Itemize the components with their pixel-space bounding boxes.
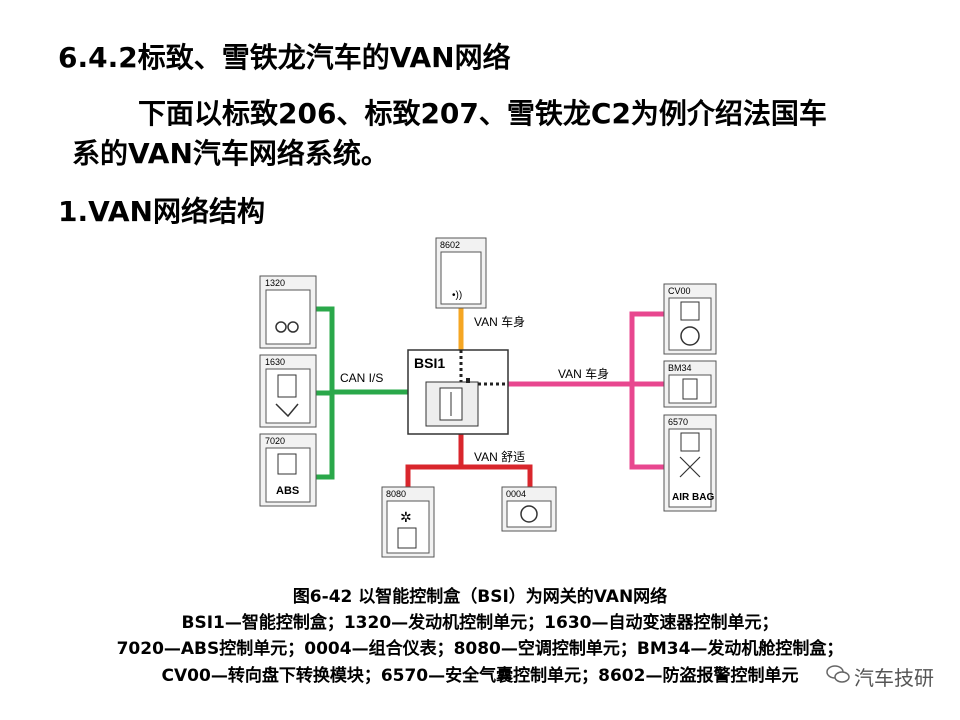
module-cv00: CV00 (663, 283, 717, 355)
module-7020: 7020 ABS (259, 433, 317, 507)
wechat-icon (826, 664, 850, 689)
module-bm34: BM34 (663, 360, 717, 408)
van-body-right-label: VAN 车身 (558, 366, 609, 381)
module-6570-label: 6570 (668, 417, 688, 427)
watermark-text: 汽车技研 (854, 666, 934, 690)
watermark: 汽车技研 (826, 662, 934, 691)
module-0004-label: 0004 (506, 489, 526, 499)
figure-caption-line2: 7020—ABS控制单元；0004—组合仪表；8080—空调控制单元；BM34—… (116, 639, 844, 659)
intro-paragraph-line2: 系的VAN汽车网络系统。 (72, 137, 389, 170)
abs-label: ABS (276, 485, 299, 497)
module-1320-label: 1320 (265, 278, 285, 288)
van-network-diagram: BSI1 8602 •)) 1320 1630 7020 ABS (259, 237, 717, 558)
module-7020-label: 7020 (265, 436, 285, 446)
section-heading: 6.4.2标致、雪铁龙汽车的VAN网络 (58, 41, 511, 74)
module-cv00-label: CV00 (668, 286, 691, 296)
module-6570: 6570 AIR BAG (663, 414, 717, 512)
module-1630-label: 1630 (265, 357, 285, 367)
bsi-label: BSI1 (414, 355, 445, 371)
module-1630: 1630 (259, 354, 317, 428)
figure-caption-line3: CV00—转向盘下转换模块；6570—安全气囊控制单元；8602—防盗报警控制单… (161, 666, 799, 686)
van-comfort-bus (405, 434, 533, 487)
subsection-heading: 1.VAN网络结构 (58, 195, 265, 228)
module-8080: 8080 ✲ (381, 486, 435, 558)
module-0004: 0004 (501, 486, 557, 532)
figure-caption-title: 图6-42 以智能控制盒（BSI）为网关的VAN网络 (292, 587, 668, 607)
figure-caption-line1: BSI1—智能控制盒；1320—发动机控制单元；1630—自动变速器控制单元； (181, 613, 779, 633)
airbag-label: AIR BAG (672, 492, 714, 503)
van-comfort-label: VAN 舒适 (474, 450, 525, 464)
can-bus (316, 306, 408, 480)
module-8080-label: 8080 (386, 489, 406, 499)
module-bm34-label: BM34 (668, 363, 692, 373)
intro-paragraph-line1: 下面以标致206、标致207、雪铁龙C2为例介绍法国车 (138, 97, 827, 130)
module-1320: 1320 (259, 275, 317, 349)
bsi-module: BSI1 (407, 349, 509, 435)
svg-text:•)): •)) (452, 290, 462, 301)
module-8602: 8602 •)) (435, 237, 487, 309)
van-body-right-bus (508, 311, 664, 470)
van-body-top-label: VAN 车身 (474, 314, 525, 329)
module-8602-label: 8602 (440, 240, 460, 250)
can-is-label: CAN I/S (340, 371, 383, 385)
svg-text:✲: ✲ (400, 509, 412, 525)
